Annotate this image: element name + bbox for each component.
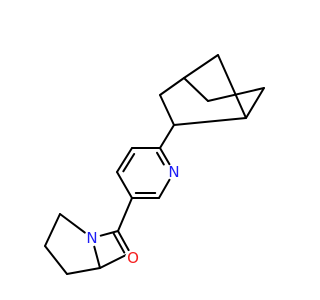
double-bond-c1-o1-second [112, 232, 126, 254]
double-bond-p1-p2 [159, 147, 171, 166]
single-bond-r2-r3 [44, 245, 68, 275]
single-bond-a6-a7 [217, 54, 247, 119]
atom-labels-layer: N O N [84, 163, 182, 267]
single-bond-n2-r1 [59, 213, 86, 234]
atom-label-background [84, 230, 100, 246]
double-bond-p5-p6-inner [122, 153, 136, 173]
diagram-background [0, 0, 300, 300]
single-bond-p2-p3 [158, 178, 171, 199]
atom-label-background [166, 164, 182, 180]
single-bond-a2-a3 [159, 77, 185, 96]
single-bond-a3-a4 [183, 77, 209, 102]
bonds-layer [44, 54, 265, 275]
single-bond-r1-r2 [44, 213, 61, 247]
single-bond-a7-a3 [183, 54, 219, 79]
single-bond-c1-n2 [99, 230, 119, 237]
double-bond-c1-o1 [117, 230, 130, 252]
single-bond-a1-p1 [159, 124, 175, 149]
single-bond-a5-a6 [245, 87, 265, 119]
molecule-structure-diagram: N O N [0, 0, 300, 300]
single-bond-r4-m1 [99, 252, 131, 269]
atom-label-o: O [127, 249, 139, 267]
single-bond-p4-c1 [117, 197, 133, 232]
single-bond-p4-p5 [116, 171, 133, 199]
single-bond-r4-n2 [93, 245, 101, 269]
single-bond-a6-a1 [173, 117, 247, 126]
double-bond-p5-p6 [116, 147, 133, 173]
double-bond-p1-p2-inner [156, 151, 165, 166]
atom-label-background [125, 250, 141, 266]
single-bond-r3-r4 [66, 267, 101, 275]
single-bond-a1-a2 [159, 94, 175, 126]
atom-label-n: N [86, 229, 97, 247]
atom-label-n: N [168, 163, 179, 181]
